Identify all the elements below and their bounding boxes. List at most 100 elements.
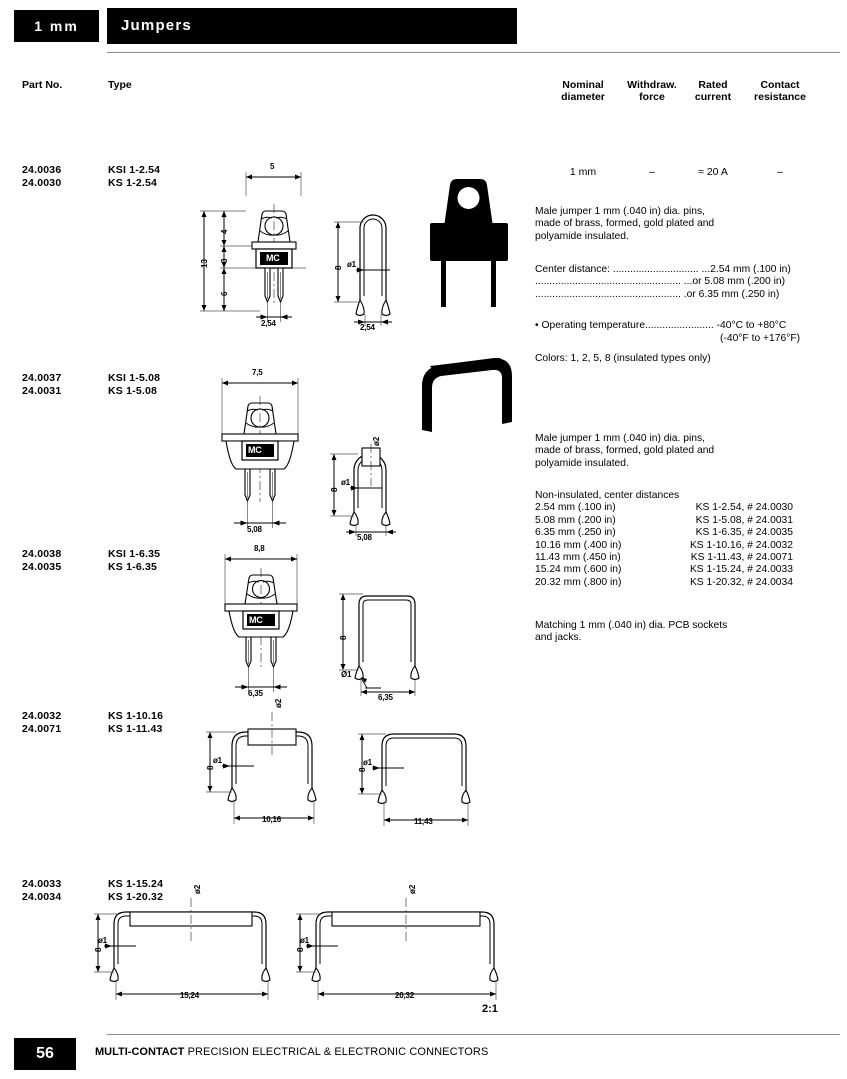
drawing-ksi-1-6-35-side: 8 Ø1 6,35: [325, 560, 455, 702]
drawing-ksi-1-5-08-side: 8 ø1 ø2 5,08: [320, 420, 440, 542]
footer-rule: [107, 1034, 840, 1035]
drawing-ks-1-11-43: 8 ø1 11,43: [350, 714, 500, 834]
noninsulated-heading: Non-insulated, center distances: [535, 490, 680, 501]
description-noninsulated: Male jumper 1 mm (.040 in) dia. pins, ma…: [535, 433, 715, 469]
drawing-ks-1-15-24: 8 ø1 ø2 15,24: [88, 885, 288, 1006]
table-row: 11.43 mm (.450 in) KS 1-11.43, # 24.0071: [535, 552, 835, 564]
center-distance: 2.54 mm (.100 in): [535, 502, 616, 514]
operating-temperature-fahrenheit: (-40°F to +176°F): [720, 333, 801, 344]
center-distance-line: Center distance: .......................…: [535, 264, 791, 275]
type-part: KS 1-11.43, # 24.0071: [690, 552, 793, 564]
dim-bar-diameter: ø2: [193, 884, 202, 894]
part-no: 24.0032: [22, 710, 62, 722]
colors-note: Colors: 1, 2, 5, 8 (insulated types only…: [535, 353, 711, 364]
center-distance: 6.35 mm (.250 in): [535, 527, 616, 539]
side-view-svg: [339, 593, 420, 696]
scale-note: 2:1: [482, 1003, 498, 1015]
dim-side-pitch: 6,35: [378, 693, 393, 702]
type-part: KS 1-2.54, # 24.0030: [695, 502, 793, 514]
type-name: KS 1-20.32: [108, 890, 164, 903]
center-distance: 5.08 mm (.200 in): [535, 514, 616, 526]
center-distance: 15.24 mm (.600 in): [535, 564, 622, 576]
dim-height: 8: [94, 947, 103, 952]
center-distance-line: ........................................…: [535, 276, 786, 288]
front-view-svg: [224, 554, 298, 692]
part-no: 24.0035: [22, 560, 62, 573]
jumper-svg: [94, 898, 271, 1000]
dim-bar-diameter: ø2: [372, 436, 381, 446]
drawing-ks-1-10-16: 8 ø1 ø2 10,16: [196, 699, 346, 834]
drawing-ksi-1-2-54-front: 5 13 4 3 6 2,54 MC: [186, 156, 346, 328]
center-distance-block: Center distance: .......................…: [535, 264, 835, 301]
mc-body-label: MC: [266, 253, 280, 263]
photo-ks-1-5-08: [408, 356, 528, 436]
section-title: Jumpers: [121, 17, 192, 34]
type-part: KS 1-10.16, # 24.0032: [689, 539, 793, 551]
drawing-ks-1-20-32: 8 ø1 ø2 20,32: [290, 885, 510, 1006]
dim-segment-b: 3: [220, 258, 229, 263]
type-name: KS 1-10.16: [108, 710, 164, 722]
type-name: KS 1-11.43: [108, 722, 163, 735]
part-no-cell: 24.0036 24.0030: [22, 164, 61, 189]
dim-segment-c: 6: [220, 291, 229, 296]
table-row: 10.16 mm (.400 in) KS 1-10.16, # 24.0032: [535, 540, 835, 552]
type-name: KS 1-2.54: [108, 176, 158, 189]
jumper-svg: [358, 733, 471, 826]
type-name: KSI 1-6.35: [108, 548, 161, 560]
type-part: KS 1-20.32, # 24.0034: [689, 576, 793, 588]
dim-side-pitch: 2,54: [360, 323, 375, 332]
dim-span: 11,43: [414, 817, 433, 826]
part-no: 24.0037: [22, 372, 62, 384]
dim-width: 8,8: [254, 544, 265, 553]
table-row: 6.35 mm (.250 in) KS 1-6.35, # 24.0035: [535, 527, 835, 539]
spec-contact-resistance: –: [777, 166, 783, 178]
type-part: KS 1-6.35, # 24.0035: [695, 527, 793, 539]
type-name: KS 1-15.24: [108, 878, 164, 890]
front-view-svg: [200, 172, 306, 322]
part-no: 24.0030: [22, 176, 62, 189]
dim-bar-diameter: ø2: [274, 698, 283, 708]
dim-total-height: 13: [200, 259, 209, 268]
part-no: 24.0031: [22, 384, 62, 397]
dim-side-pitch: 5,08: [357, 533, 372, 542]
dim-pitch: 2,54: [261, 319, 276, 328]
part-no-cell: 24.0037 24.0031: [22, 372, 61, 397]
brand-tagline: PRECISION ELECTRICAL & ELECTRONIC CONNEC…: [187, 1046, 489, 1058]
header-rule: [107, 52, 840, 53]
matching-note: Matching 1 mm (.040 in) dia. PCB sockets…: [535, 620, 728, 644]
type-cell: KSI 1-5.08 KS 1-5.08: [108, 372, 160, 397]
dim-span: 10,16: [262, 815, 282, 824]
dim-pin-diameter: ø1: [347, 260, 356, 269]
center-distance: 20.32 mm (.800 in): [535, 576, 622, 588]
type-part: KS 1-5.08, # 24.0031: [695, 514, 793, 526]
jumper-svg: [296, 898, 499, 1000]
section-title-bar: Jumpers: [107, 8, 517, 44]
column-head-type: Type: [108, 79, 132, 91]
column-head-rated-current: Rated current: [694, 79, 732, 103]
dim-side-height: 8: [334, 265, 343, 270]
part-no: 24.0071: [22, 722, 62, 735]
dim-side-height: 8: [339, 635, 348, 640]
part-no-cell: 24.0038 24.0035: [22, 548, 61, 573]
dim-height: 8: [296, 947, 305, 952]
table-row: 20.32 mm (.800 in) KS 1-20.32, # 24.0034: [535, 577, 835, 589]
dim-pin-diameter: ø1: [363, 758, 372, 767]
dim-width: 5: [270, 162, 275, 171]
dim-pin-diameter: Ø1: [341, 670, 352, 679]
spec-nominal-diameter: 1 mm: [569, 166, 597, 178]
type-name: KS 1-5.08: [108, 384, 158, 397]
part-no-cell: 24.0033 24.0034: [22, 878, 61, 903]
part-no: 24.0036: [22, 164, 62, 176]
table-row: 5.08 mm (.200 in) KS 1-5.08, # 24.0031: [535, 515, 835, 527]
page-number-label: 56: [36, 1045, 54, 1062]
part-no: 24.0034: [22, 890, 62, 903]
dim-pitch: 5,08: [247, 525, 262, 534]
column-head-contact-resistance: Contact resistance: [754, 79, 806, 103]
column-head-nominal-diameter: Nominal diameter: [561, 79, 605, 103]
spec-withdraw-force: –: [649, 166, 655, 178]
noninsulated-table: Non-insulated, center distances 2.54 mm …: [535, 490, 835, 589]
jumper-svg: [206, 712, 317, 824]
dim-pin-diameter: ø1: [213, 756, 222, 765]
drawing-ksi-1-5-08-front: 7,5 5,08 MC: [200, 362, 340, 538]
